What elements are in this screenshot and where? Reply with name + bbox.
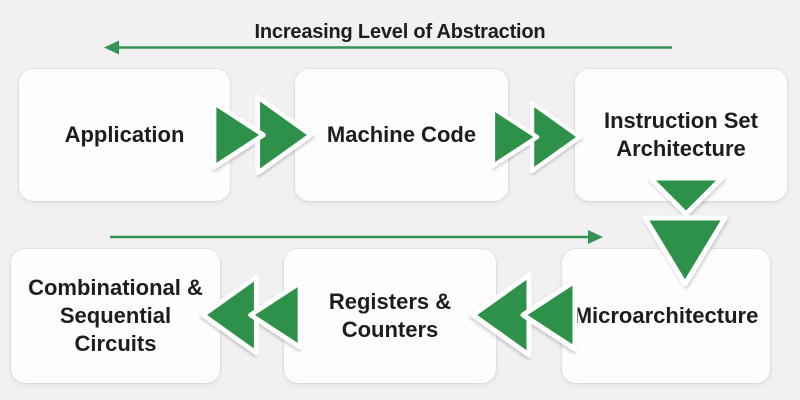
- node-application: Application: [19, 69, 230, 201]
- node-combinational-sequential-circuits: Combinational & Sequential Circuits: [11, 249, 220, 383]
- implementation-axis-arrow-right: [110, 230, 603, 244]
- node-microarchitecture-label: Microarchitecture: [573, 302, 759, 328]
- node-instruction-set-architecture: Instruction Set Architecture: [575, 69, 787, 201]
- node-registers-counters: Registers & Counters: [284, 249, 496, 383]
- node-instruction-set-architecture-label: Instruction Set Architecture: [603, 107, 758, 161]
- node-application-label: Application: [64, 121, 185, 147]
- node-machine-code: Machine Code: [295, 69, 508, 201]
- node-combinational-sequential-circuits-label: Combinational & Sequential Circuits: [28, 274, 203, 357]
- node-registers-counters-label: Registers & Counters: [328, 288, 452, 342]
- node-microarchitecture: Microarchitecture: [562, 249, 770, 383]
- diagram-title: Increasing Level of Abstraction: [254, 21, 546, 43]
- node-machine-code-label: Machine Code: [326, 121, 477, 147]
